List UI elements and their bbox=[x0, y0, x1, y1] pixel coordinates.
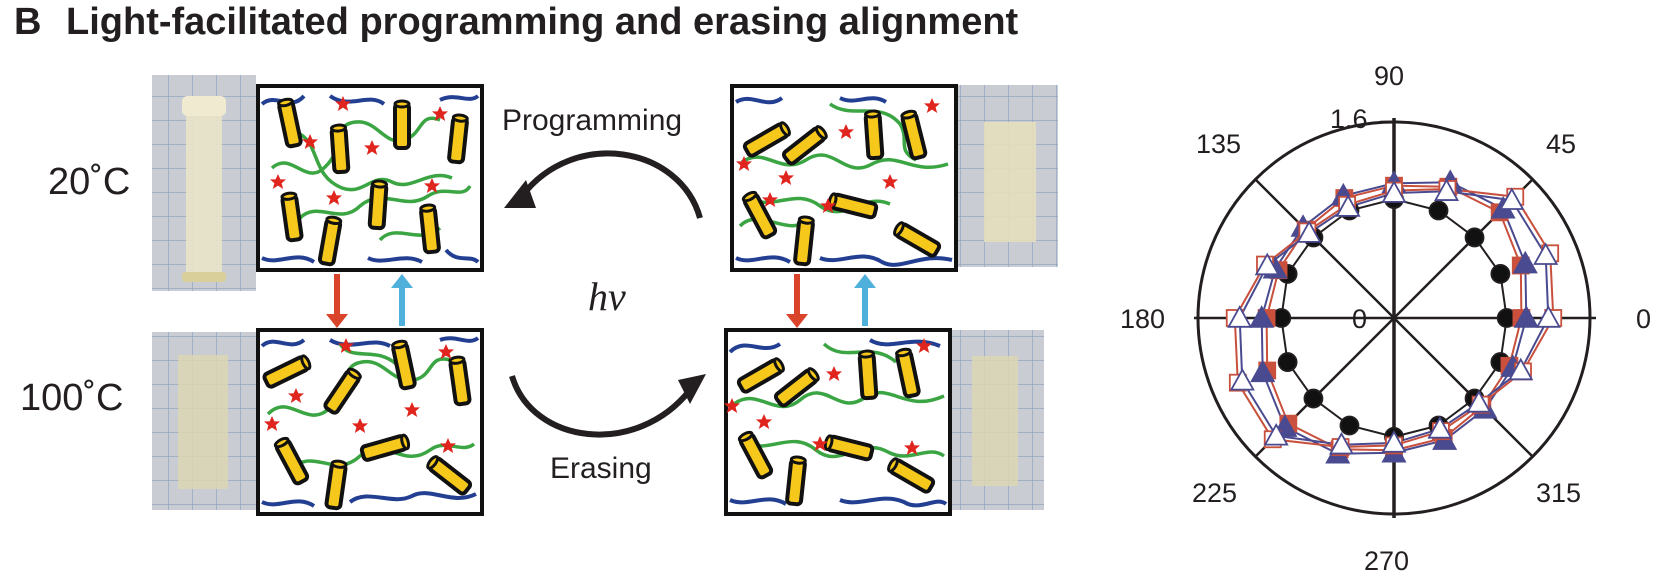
angle-label-0: 0 bbox=[1636, 304, 1651, 334]
angle-label-225: 225 bbox=[1192, 478, 1237, 508]
film-photo-bottom-right bbox=[944, 330, 1044, 510]
temp-label-100c: 100˚C bbox=[20, 377, 124, 419]
cool-arrow-right bbox=[854, 274, 876, 326]
angle-label-90: 90 bbox=[1374, 61, 1404, 91]
polar-point-open-triangle bbox=[1381, 180, 1407, 203]
polar-point-filled-triangle bbox=[1512, 250, 1538, 274]
hv-label: hv bbox=[588, 274, 626, 319]
temp-label-20c: 20˚C bbox=[48, 161, 130, 203]
radial-tick-label-0: 0 bbox=[1352, 304, 1367, 334]
polar-point-open-triangle bbox=[1254, 252, 1280, 276]
polar-point-open-triangle bbox=[1499, 187, 1525, 210]
film-photo-top-left bbox=[152, 75, 256, 291]
schematic-box-top-left bbox=[256, 84, 484, 272]
erasing-arrow bbox=[509, 374, 706, 438]
polar-plot: 90 45 0 315 270 225 180 135 0 1.6 bbox=[1120, 61, 1651, 576]
heat-arrow-right bbox=[786, 274, 808, 328]
schematic-box-bottom-right bbox=[724, 328, 952, 516]
polar-point-open-triangle bbox=[1335, 194, 1361, 217]
film-photo-bottom-left bbox=[152, 332, 256, 510]
polar-point-open-triangle bbox=[1508, 357, 1534, 381]
schematic-box-bottom-left bbox=[256, 328, 484, 516]
panel-title: Light-facilitated programming and erasin… bbox=[66, 1, 1019, 43]
polar-point-open-triangle bbox=[1381, 430, 1407, 453]
angle-label-135: 135 bbox=[1196, 129, 1241, 159]
polar-point-open-triangle bbox=[1296, 220, 1322, 243]
polar-point-open-triangle bbox=[1227, 305, 1253, 328]
polar-point-open-triangle bbox=[1535, 305, 1561, 328]
polar-point-filled-circle bbox=[1428, 200, 1449, 221]
polar-point-open-triangle bbox=[1427, 416, 1453, 439]
programming-label: Programming bbox=[502, 104, 682, 137]
polar-point-filled-triangle bbox=[1249, 305, 1275, 328]
polar-point-filled-circle bbox=[1277, 352, 1298, 372]
polar-point-open-triangle bbox=[1229, 367, 1255, 391]
polar-point-filled-circle bbox=[1339, 415, 1360, 436]
polar-point-filled-triangle bbox=[1250, 359, 1276, 383]
radial-tick-label-1.6: 1.6 bbox=[1330, 104, 1368, 134]
schematic-box-top-right bbox=[730, 84, 958, 272]
polar-point-filled-circle bbox=[1490, 264, 1511, 284]
programming-arrow bbox=[504, 150, 703, 219]
polar-point-open-triangle bbox=[1328, 431, 1355, 455]
film-photo-top-right bbox=[958, 85, 1058, 267]
angle-label-270: 270 bbox=[1364, 546, 1409, 576]
heat-arrow-left bbox=[326, 274, 348, 328]
polar-point-filled-triangle bbox=[1513, 305, 1539, 328]
polar-point-open-triangle bbox=[1466, 390, 1492, 413]
polar-series-layer bbox=[1225, 169, 1563, 464]
polar-point-open-triangle bbox=[1533, 242, 1559, 265]
polar-point-filled-circle bbox=[1303, 388, 1324, 409]
polar-point-filled-circle bbox=[1464, 227, 1485, 248]
angle-label-315: 315 bbox=[1536, 478, 1581, 508]
panel-letter: B bbox=[14, 1, 41, 43]
erasing-label: Erasing bbox=[550, 452, 652, 485]
polar-point-open-triangle bbox=[1263, 422, 1289, 446]
cool-arrow-left bbox=[391, 274, 413, 326]
polar-point-open-triangle bbox=[1433, 178, 1460, 201]
angle-label-180: 180 bbox=[1120, 304, 1165, 334]
angle-label-45: 45 bbox=[1546, 129, 1576, 159]
